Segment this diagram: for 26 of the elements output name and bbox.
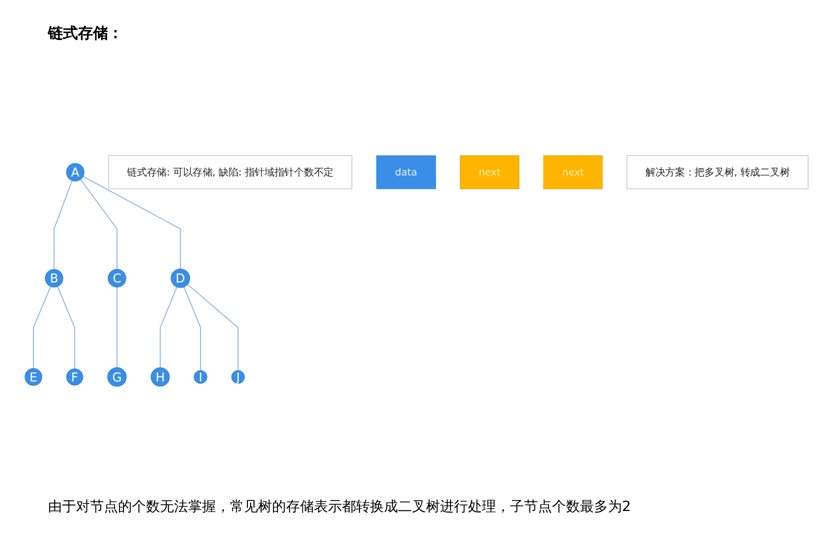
node-circle: B [44, 269, 64, 288]
node-box: next [543, 155, 603, 190]
caption: 由于对节点的个数无法掌握，常见树的存储表示都转换成二叉树进行处理，子节点个数最多为2 [48, 498, 631, 516]
node-circle: J [231, 370, 245, 384]
node-circle: H [150, 367, 170, 387]
connector [80, 178, 118, 270]
connector [187, 284, 238, 372]
node-circle: I [194, 370, 208, 384]
node-circle: A [66, 163, 84, 182]
node-box: 解决方案：把多叉树, 转成二叉树 [626, 155, 808, 190]
connector [32, 286, 52, 369]
heading: 链式存储： [48, 24, 123, 43]
connector [160, 286, 178, 368]
node-circle: D [170, 268, 190, 288]
connector [57, 286, 76, 370]
node-circle: F [66, 368, 84, 386]
connector [54, 180, 73, 270]
connector [116, 286, 118, 368]
node-circle: E [24, 368, 42, 386]
node-circle: G [107, 367, 127, 387]
node-circle: C [108, 269, 126, 288]
connector [183, 286, 201, 372]
node-box: next [460, 155, 520, 190]
connector [82, 176, 181, 270]
node-box: 链式存储: 可以存储, 缺陷: 指针域指针个数不定 [108, 155, 352, 190]
node-box: data [376, 155, 436, 190]
